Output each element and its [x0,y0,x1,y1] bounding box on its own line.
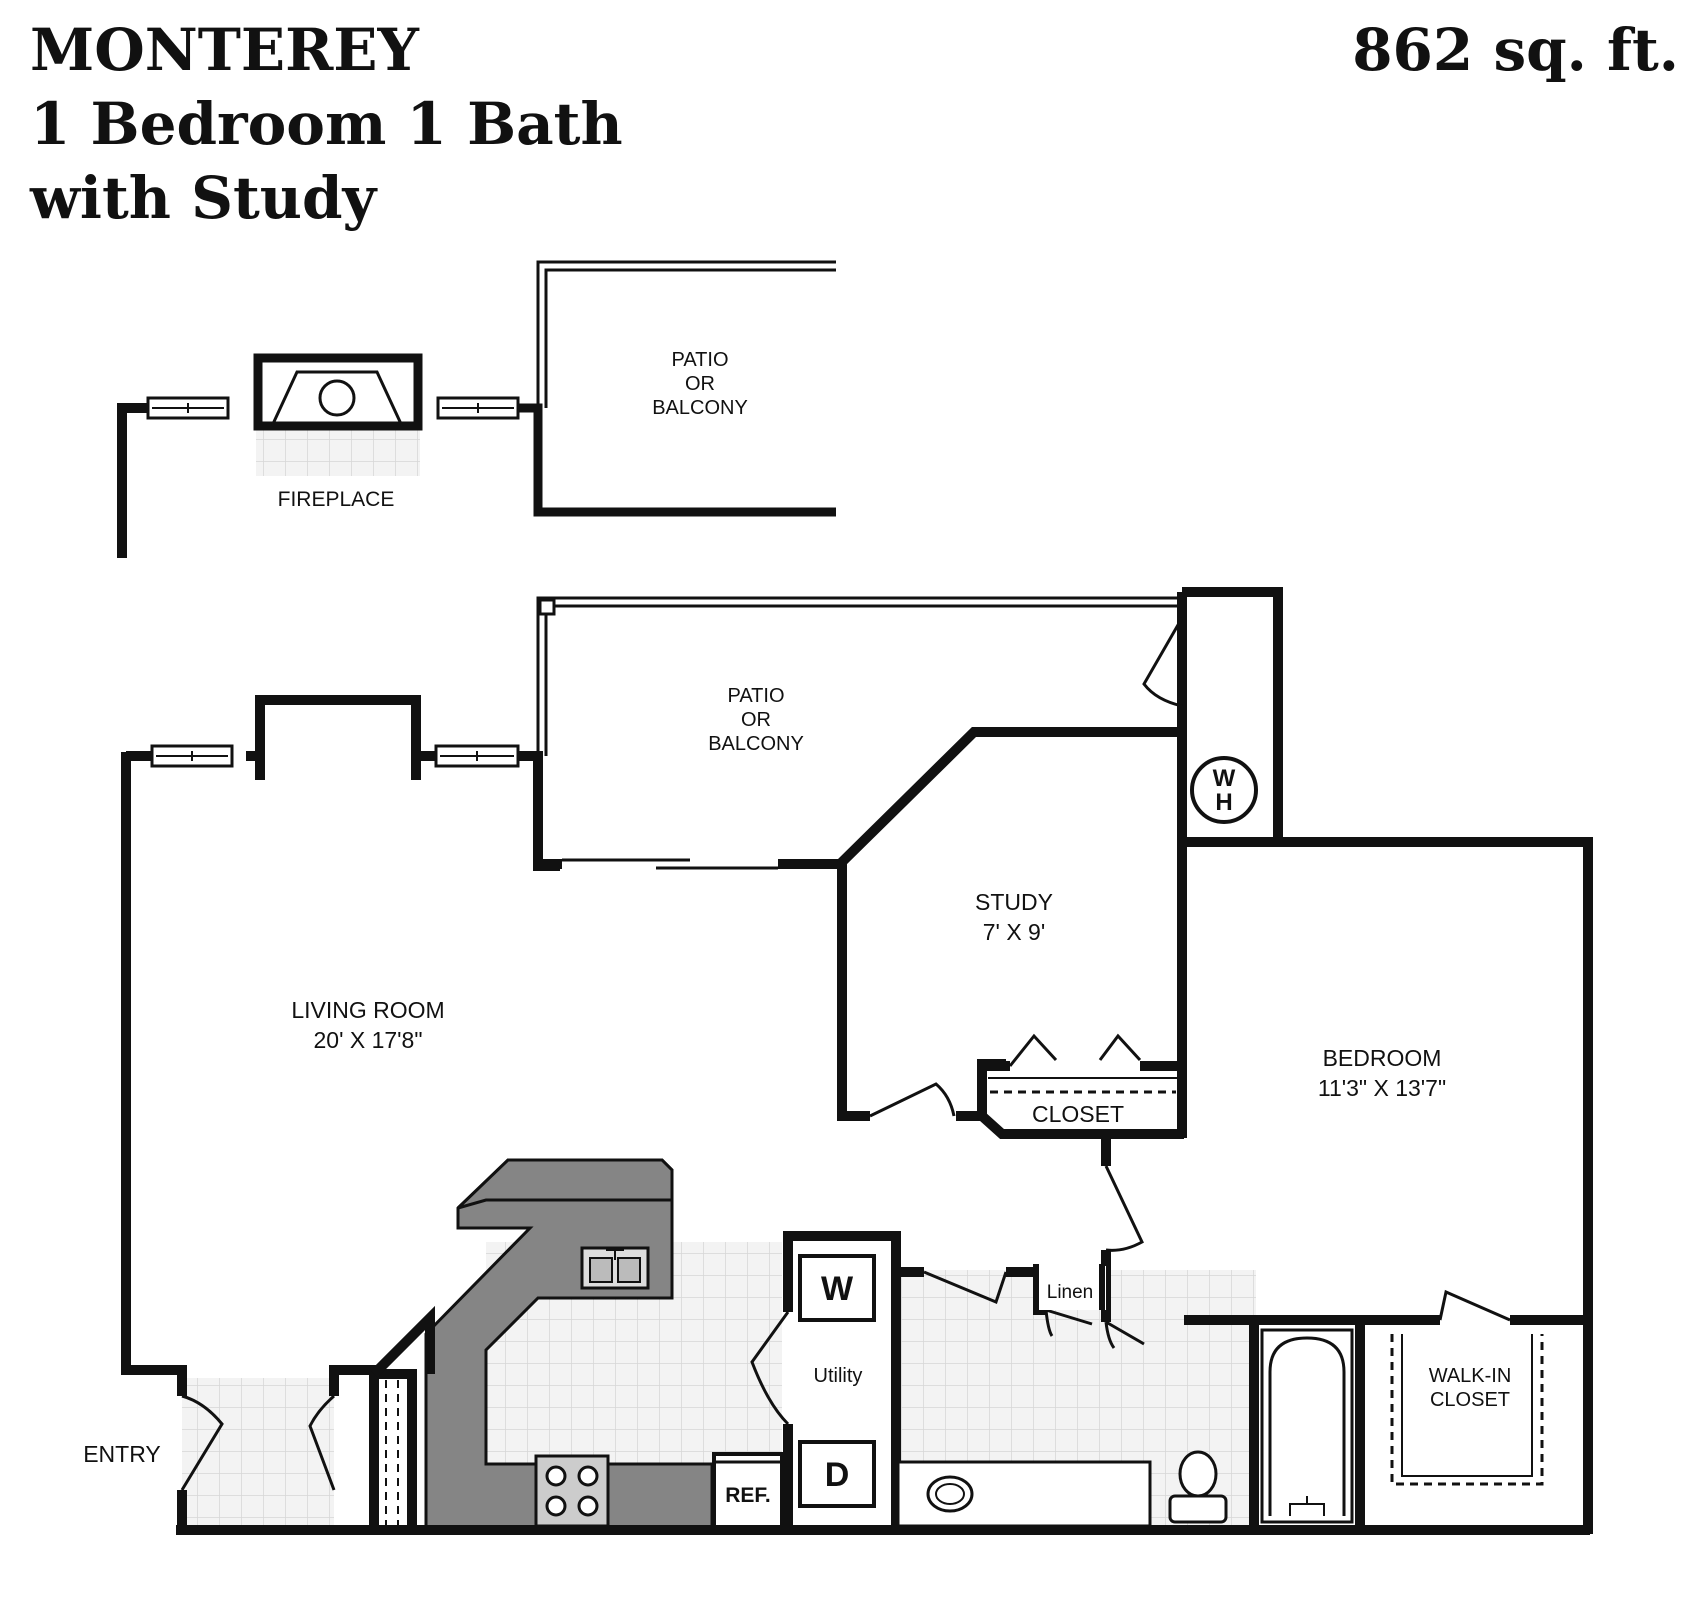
living-room-dimensions: 20' X 17'8" [313,1027,422,1053]
bedroom-label: BEDROOM [1323,1045,1442,1071]
living-room-label: LIVING ROOM [291,997,444,1023]
utility-door-swing [750,1311,790,1426]
wall-entry-right [329,1365,379,1528]
bath-door-swing [923,1270,1008,1305]
bedroom-dimensions: 11'3" X 13'7" [1318,1075,1446,1101]
inset-window-left [146,396,230,420]
sliding-door [562,858,778,870]
linen-closet [1036,1266,1106,1310]
living-window-left [150,744,234,768]
fireplace-icon [253,353,423,431]
entry-door-right [308,1394,336,1491]
stove-icon [534,1454,610,1528]
linen-door-swing [1044,1308,1093,1337]
inset-railing [536,260,836,408]
closet-label: CLOSET [1032,1101,1124,1127]
water-heater-label-top: W [1213,765,1236,792]
wall-wh-closet [1182,587,1283,842]
wall-study-left [837,862,870,1121]
kitchen-counter [424,1158,714,1530]
study-door-swing [869,1082,956,1118]
walkin-door-swing [1438,1289,1511,1322]
inset-hearth-tile [256,428,420,476]
fireplace-label: FIREPLACE [278,488,395,511]
linen-closet-wall [1033,1264,1105,1310]
inset-window-right [436,396,520,420]
closet-door-left [1008,1033,1058,1067]
patio-railing [536,596,1182,756]
patio-door-swing [1142,617,1184,708]
wall-utility [783,1231,901,1532]
wall-closet [977,1066,1184,1139]
study-dimensions: 7' X 9' [983,919,1046,945]
walls [121,587,1593,1535]
patio-label-1: PATIO [727,685,784,707]
wall-bump-out [255,695,421,780]
refrigerator: REF. [712,1452,784,1530]
pantry-shelf [385,1380,399,1526]
wall-patio-link [518,751,560,871]
doors [180,617,1511,1491]
plan-configuration: 1 Bedroom 1 Bath [30,90,623,158]
bath2-door-swing [1104,1320,1145,1349]
wall-pantry [374,1369,417,1530]
dryer-label: D [825,1456,850,1494]
linen-label: Linen [1047,1282,1094,1303]
utility-label: Utility [814,1365,863,1387]
refrigerator-label: REF. [725,1484,771,1507]
living-window-right [434,744,520,768]
inset-wall-right [518,403,836,517]
inset-patio-label-3: BALCONY [652,397,748,419]
study-label: STUDY [975,889,1053,915]
washer-label: W [821,1270,854,1308]
washer: W [798,1254,876,1322]
water-heater-icon: W H [1190,756,1258,824]
bath-sink-icon [926,1475,974,1513]
walkin-rod [1401,1334,1533,1477]
walkin-shelves [1390,1334,1544,1486]
entry-tile [182,1378,334,1528]
wall-bedroom-top [1186,837,1593,1322]
plan-name: MONTEREY [30,16,419,84]
bedroom-door-swing [1104,1165,1144,1252]
inset-patio-label-2: OR [685,373,715,395]
entry-label: ENTRY [83,1441,161,1467]
inset-wall [117,403,148,558]
plan-extra: with Study [30,164,377,232]
kitchen-sink-icon [580,1246,650,1290]
entry-door-left [180,1394,224,1491]
walkin-closet-label-1: WALK-IN [1429,1365,1512,1387]
wall-living-left [121,752,187,1396]
wall-pantry-diag [370,1305,435,1378]
bathtub-icon [1260,1328,1354,1524]
dryer: D [798,1440,876,1508]
patio-label-3: BALCONY [708,733,804,755]
walkin-closet-label-2: CLOSET [1430,1389,1510,1411]
fireplace-inset: PATIO OR BALCONY FIREPLACE [117,260,836,558]
patio-label-2: OR [741,709,771,731]
water-heater-label-bottom: H [1215,789,1232,816]
wall-study [836,727,1182,868]
inset-patio-label-1: PATIO [671,349,728,371]
toilet-icon [1168,1450,1228,1524]
plan-area: 862 sq. ft. [1352,16,1679,84]
closet-door-right [1098,1033,1142,1062]
bathroom-vanity [896,1460,1152,1528]
